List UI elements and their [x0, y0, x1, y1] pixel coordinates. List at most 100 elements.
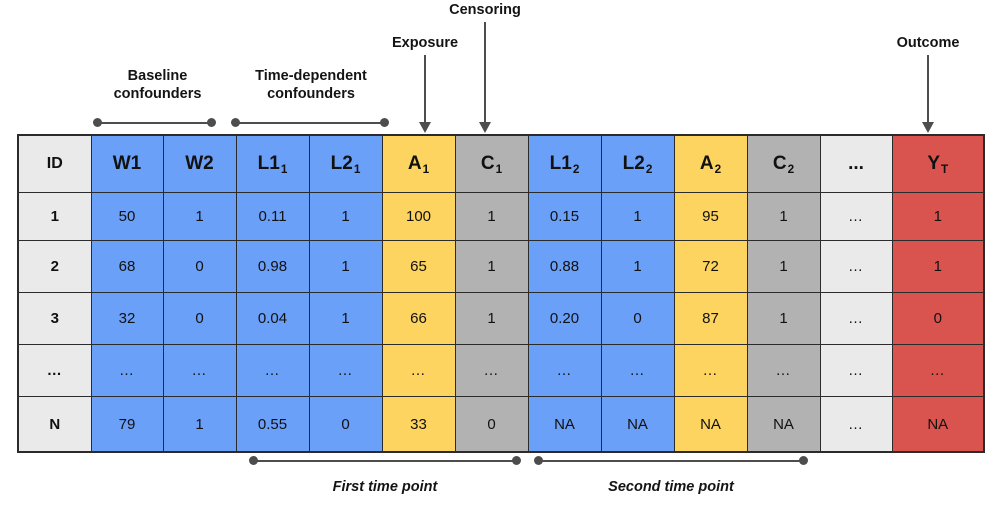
- cell-w2[interactable]: …: [162, 344, 237, 397]
- cell-l22[interactable]: 0: [600, 292, 675, 345]
- cell-a1[interactable]: …: [381, 344, 456, 397]
- cell-l22[interactable]: 1: [600, 192, 675, 241]
- cell-c2[interactable]: NA: [746, 396, 821, 453]
- column-header-subscript: 2: [714, 163, 722, 177]
- cell-a1[interactable]: 33: [381, 396, 456, 453]
- cell-c1[interactable]: 1: [454, 240, 529, 293]
- cell-id[interactable]: 1: [17, 192, 92, 241]
- cell-c2[interactable]: 1: [746, 292, 821, 345]
- cell-w2[interactable]: 0: [162, 292, 237, 345]
- column-header-label: Y: [927, 153, 940, 174]
- cell-l12[interactable]: NA: [527, 396, 602, 453]
- cell-id[interactable]: 3: [17, 292, 92, 345]
- cell-yt[interactable]: NA: [891, 396, 985, 453]
- cell-yt[interactable]: 1: [891, 192, 985, 241]
- arrow-head: [419, 122, 431, 133]
- cell-a1[interactable]: 66: [381, 292, 456, 345]
- cell-a1[interactable]: 100: [381, 192, 456, 241]
- column-header-l12[interactable]: L12: [527, 134, 602, 193]
- cell-dots[interactable]: …: [819, 396, 893, 453]
- column-header-subscript: 1: [495, 163, 503, 177]
- cell-yt[interactable]: …: [891, 344, 985, 397]
- cell-c1[interactable]: …: [454, 344, 529, 397]
- cell-id[interactable]: N: [17, 396, 92, 453]
- cell-yt[interactable]: 1: [891, 240, 985, 293]
- cell-w1[interactable]: 32: [90, 292, 164, 345]
- cell-a2[interactable]: 72: [673, 240, 748, 293]
- column-header-a1[interactable]: A1: [381, 134, 456, 193]
- cell-l12[interactable]: 0.15: [527, 192, 602, 241]
- cell-w1[interactable]: 79: [90, 396, 164, 453]
- cell-c2[interactable]: 1: [746, 240, 821, 293]
- cell-a1[interactable]: 65: [381, 240, 456, 293]
- cell-c2[interactable]: 1: [746, 192, 821, 241]
- bracket-dot-right: [380, 118, 389, 127]
- cell-c1[interactable]: 1: [454, 192, 529, 241]
- cell-a2[interactable]: 95: [673, 192, 748, 241]
- cell-w1[interactable]: 50: [90, 192, 164, 241]
- cell-l22[interactable]: 1: [600, 240, 675, 293]
- cell-w2[interactable]: 0: [162, 240, 237, 293]
- column-header-l21[interactable]: L21: [308, 134, 383, 193]
- cell-c2[interactable]: …: [746, 344, 821, 397]
- cell-a2[interactable]: 87: [673, 292, 748, 345]
- bracket-bar: [253, 459, 517, 462]
- cell-l22[interactable]: …: [600, 344, 675, 397]
- column-header-label: A: [407, 153, 422, 174]
- column-header-dots[interactable]: ...: [819, 134, 893, 193]
- arrow-shaft: [927, 55, 929, 122]
- cell-l11[interactable]: 0.98: [235, 240, 310, 293]
- column-header-c1[interactable]: C1: [454, 134, 529, 193]
- cell-w2[interactable]: 1: [162, 192, 237, 241]
- cell-dots[interactable]: …: [819, 292, 893, 345]
- cell-l21[interactable]: 1: [308, 240, 383, 293]
- label-time-dependent-confounders: Time-dependent confounders: [255, 68, 367, 102]
- cell-l12[interactable]: …: [527, 344, 602, 397]
- label-baseline-confounders: Baseline confounders: [113, 68, 202, 102]
- column-header-id[interactable]: ID: [17, 134, 92, 193]
- column-header-subscript: 2: [787, 163, 795, 177]
- label-exposure: Exposure: [391, 35, 459, 51]
- cell-yt[interactable]: 0: [891, 292, 985, 345]
- cell-l11[interactable]: 0.11: [235, 192, 310, 241]
- bracket-bar: [97, 121, 212, 124]
- cell-l21[interactable]: 1: [308, 192, 383, 241]
- cell-c1[interactable]: 1: [454, 292, 529, 345]
- column-header-w1[interactable]: W1: [90, 134, 164, 193]
- column-header-yt[interactable]: YT: [891, 134, 985, 193]
- cell-dots[interactable]: …: [819, 240, 893, 293]
- cell-l12[interactable]: 0.88: [527, 240, 602, 293]
- cell-a2[interactable]: NA: [673, 396, 748, 453]
- cell-dots[interactable]: …: [819, 344, 893, 397]
- cell-c1[interactable]: 0: [454, 396, 529, 453]
- column-header-l22[interactable]: L22: [600, 134, 675, 193]
- cell-id[interactable]: 2: [17, 240, 92, 293]
- cell-l11[interactable]: 0.55: [235, 396, 310, 453]
- cell-l21[interactable]: …: [308, 344, 383, 397]
- column-header-c2[interactable]: C2: [746, 134, 821, 193]
- column-header-w2[interactable]: W2: [162, 134, 237, 193]
- cell-w1[interactable]: 68: [90, 240, 164, 293]
- arrow-censoring: [478, 22, 492, 133]
- column-header-label: W1: [112, 153, 142, 174]
- cell-l12[interactable]: 0.20: [527, 292, 602, 345]
- arrow-outcome: [921, 55, 935, 133]
- cell-w1[interactable]: …: [90, 344, 164, 397]
- cell-l21[interactable]: 0: [308, 396, 383, 453]
- bracket-second-time-point: [534, 456, 808, 465]
- cell-dots[interactable]: …: [819, 192, 893, 241]
- cell-l11[interactable]: 0.04: [235, 292, 310, 345]
- cell-w2[interactable]: 1: [162, 396, 237, 453]
- cell-l22[interactable]: NA: [600, 396, 675, 453]
- cell-l11[interactable]: …: [235, 344, 310, 397]
- column-header-label: L2: [622, 153, 645, 174]
- column-header-l11[interactable]: L11: [235, 134, 310, 193]
- column-header-a2[interactable]: A2: [673, 134, 748, 193]
- cell-id[interactable]: …: [17, 344, 92, 397]
- cell-l21[interactable]: 1: [308, 292, 383, 345]
- cell-a2[interactable]: …: [673, 344, 748, 397]
